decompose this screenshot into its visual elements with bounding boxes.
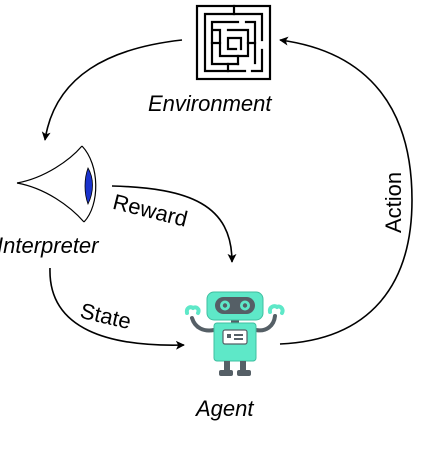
environment-to-interpreter-arrow — [41, 39, 183, 141]
action-arrow — [279, 36, 413, 345]
reward-arrow — [111, 185, 237, 263]
environment-label: Environment — [148, 91, 272, 116]
maze-icon — [195, 4, 272, 81]
agent-label: Agent — [196, 396, 254, 421]
interpreter-label: Interpreter — [0, 233, 99, 258]
state-arrow — [49, 267, 185, 350]
eye-icon — [16, 145, 97, 223]
robot-icon — [184, 291, 285, 376]
action-label: Action — [381, 171, 406, 233]
